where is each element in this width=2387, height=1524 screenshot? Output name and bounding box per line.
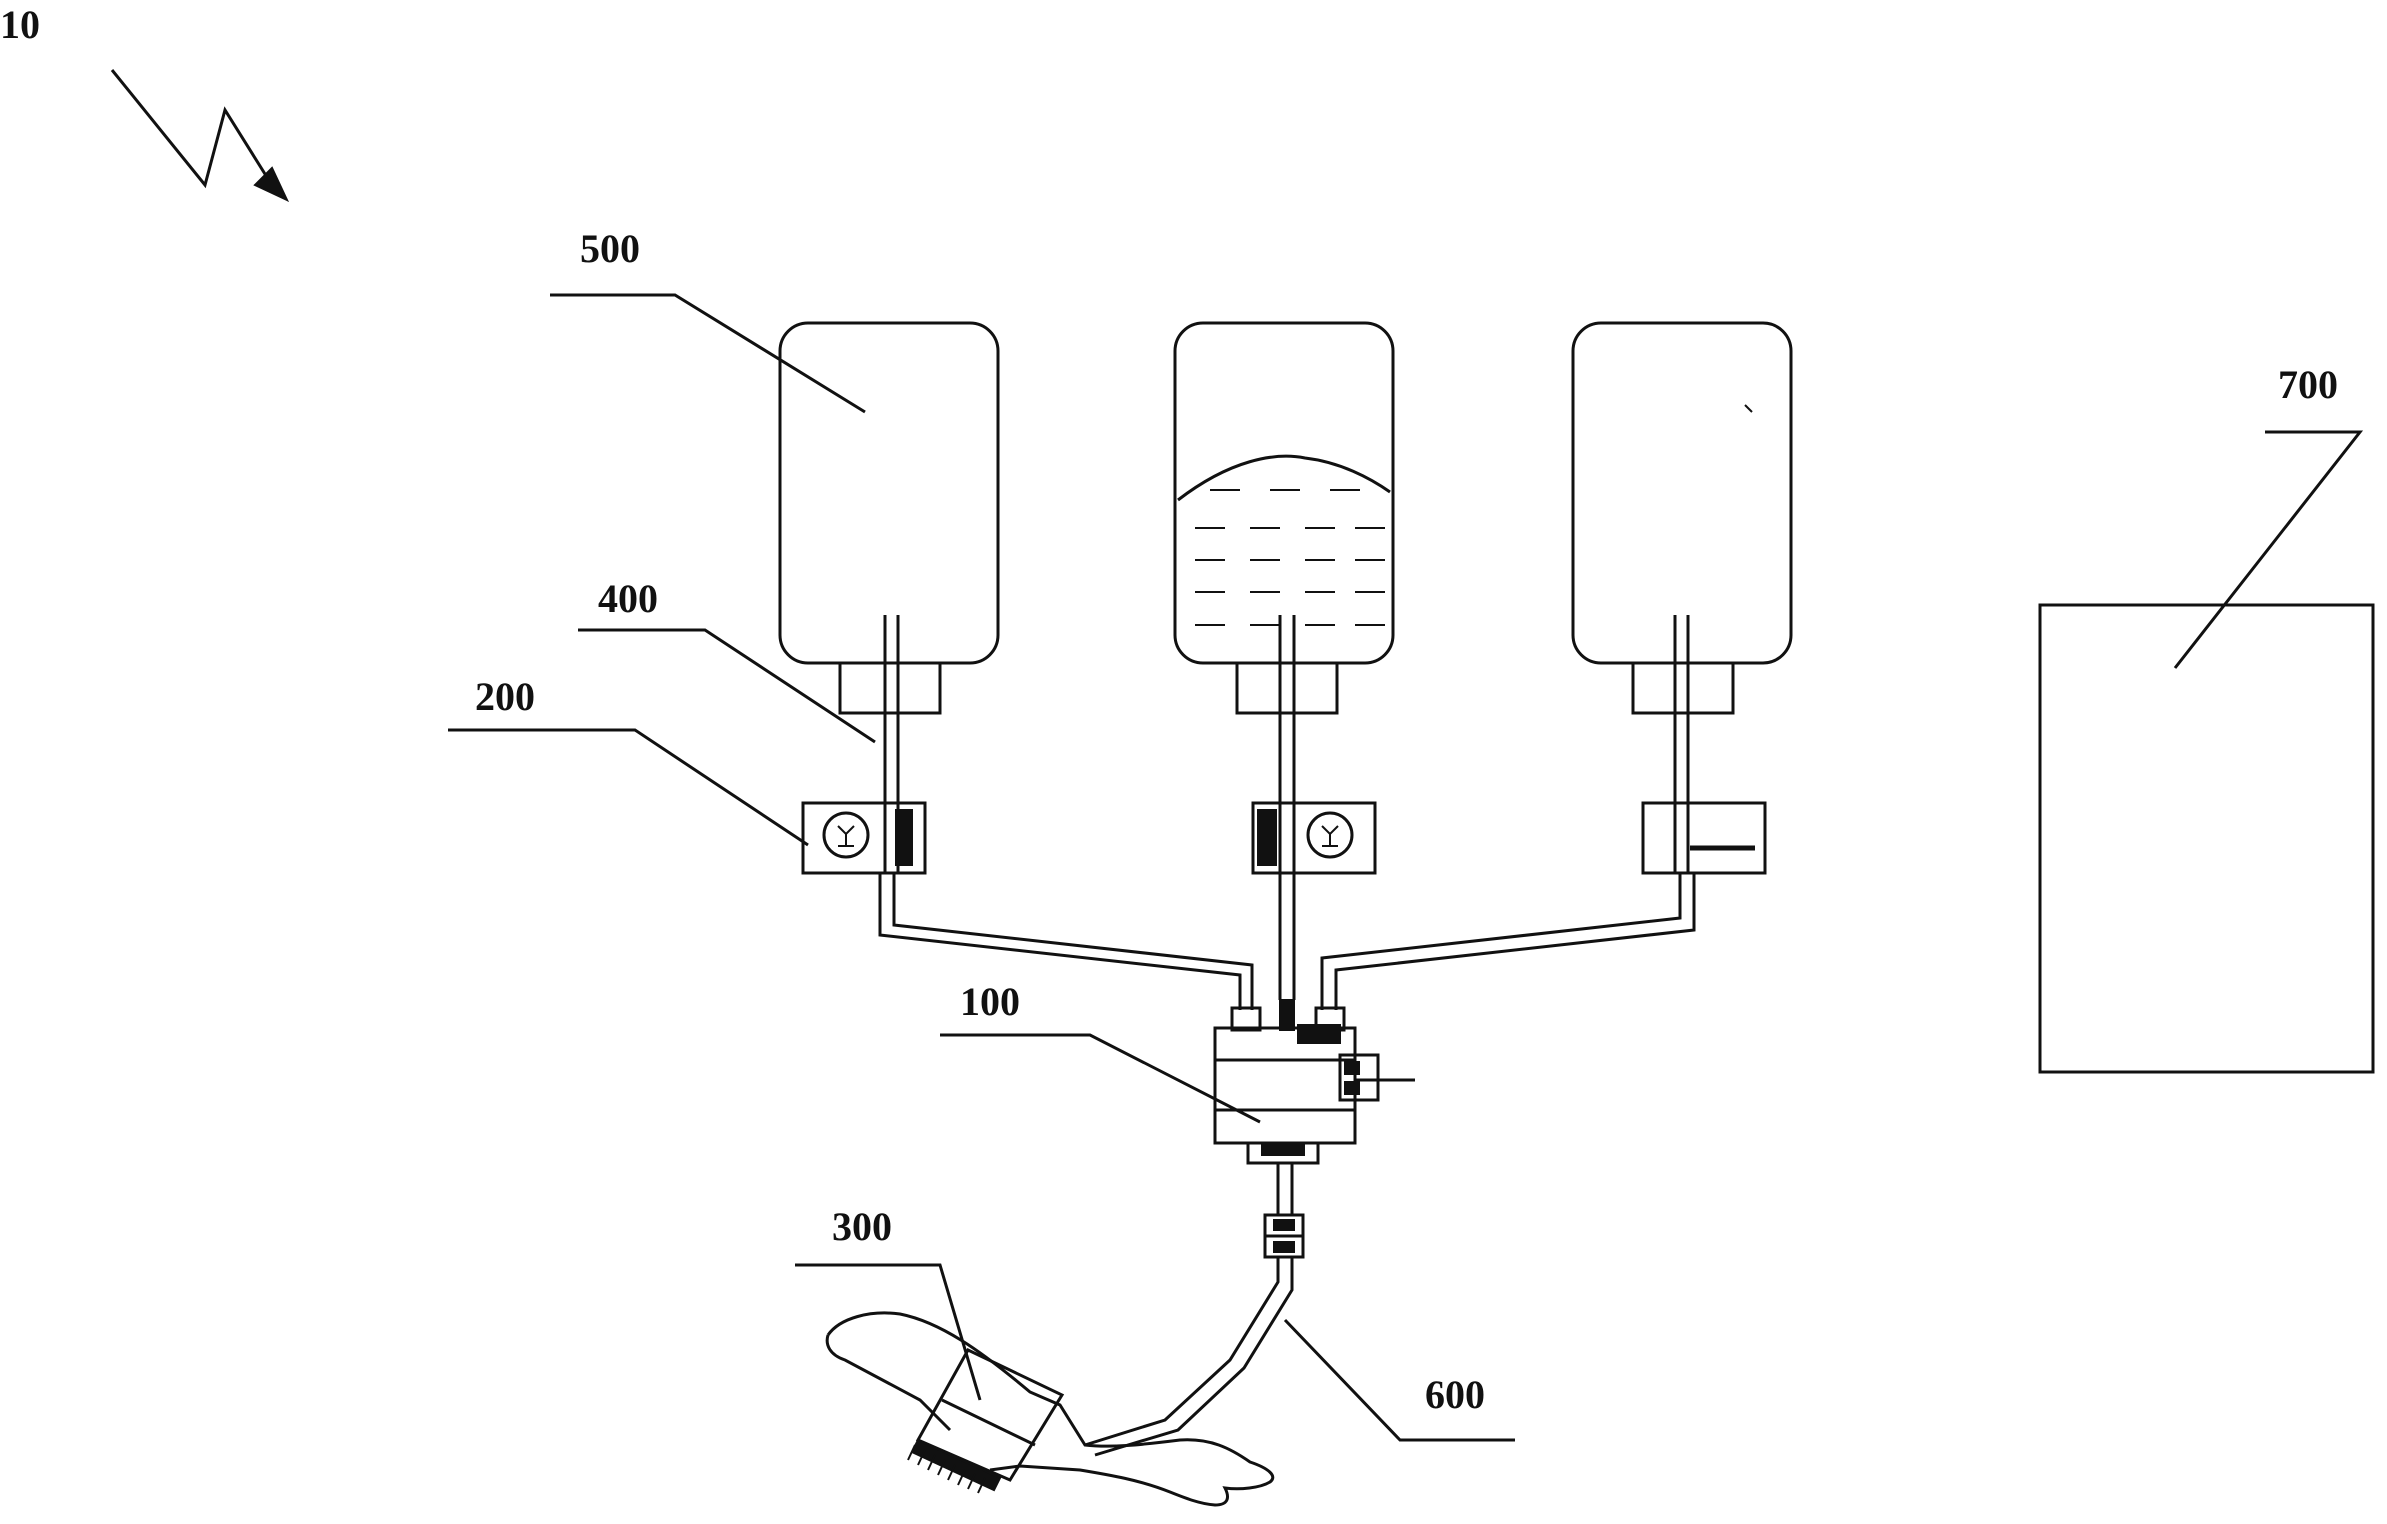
control-unit xyxy=(1213,999,1415,1165)
terminal-device xyxy=(2038,603,2375,1074)
label-infusion-line: 600 xyxy=(1425,1372,1485,1417)
label-drip-tube: 400 xyxy=(598,576,658,621)
flow-meter-middle xyxy=(1251,745,1377,1000)
liquid-level-marks xyxy=(1195,489,1385,626)
flow-meter-right xyxy=(1641,745,1767,875)
infusion-bottle-left xyxy=(778,321,1000,745)
figure-pointer-arrow xyxy=(110,69,290,203)
label-flow-meter: 200 xyxy=(475,674,535,719)
label-infusion-bottle: 500 xyxy=(580,226,640,271)
flow-meter-left xyxy=(801,745,927,875)
drip-tubes xyxy=(878,873,1696,1010)
figure-number-label: 10 xyxy=(0,2,40,47)
blood-pressure-cuff xyxy=(907,1348,1065,1494)
label-control-unit: 100 xyxy=(960,979,1020,1024)
label-terminal: 700 xyxy=(2278,362,2338,407)
patient-arm xyxy=(825,1311,1275,1507)
cuff-velcro-strip xyxy=(907,1444,986,1494)
infusion-bottle-right xyxy=(1571,321,1793,745)
infusion-bottle-middle xyxy=(1173,321,1395,745)
leader-lines xyxy=(448,293,2364,1442)
infusion-line xyxy=(1084,1163,1305,1457)
label-cuff: 300 xyxy=(832,1204,892,1249)
